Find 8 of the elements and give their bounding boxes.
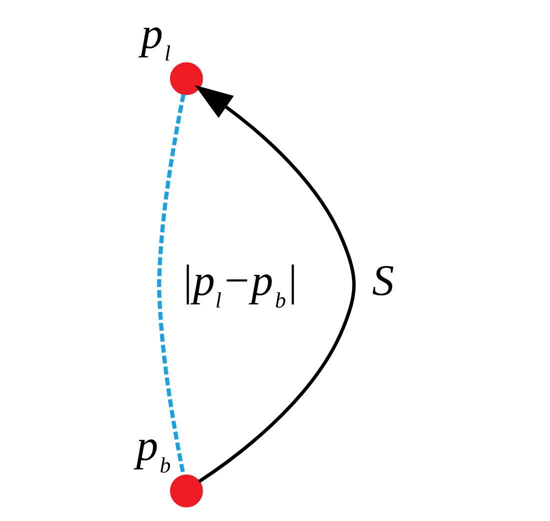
node-label: p$_{b}$: [136, 422, 171, 478]
edge-label: |p$_{l}$−p$_{b}$|: [180, 256, 298, 312]
node-label: p$_{l}$: [140, 10, 171, 66]
connector: [157, 94, 186, 476]
edge-label: S: [372, 256, 394, 305]
node-circle: [170, 62, 203, 96]
arrow: [194, 85, 356, 483]
node-circle: [170, 474, 203, 508]
